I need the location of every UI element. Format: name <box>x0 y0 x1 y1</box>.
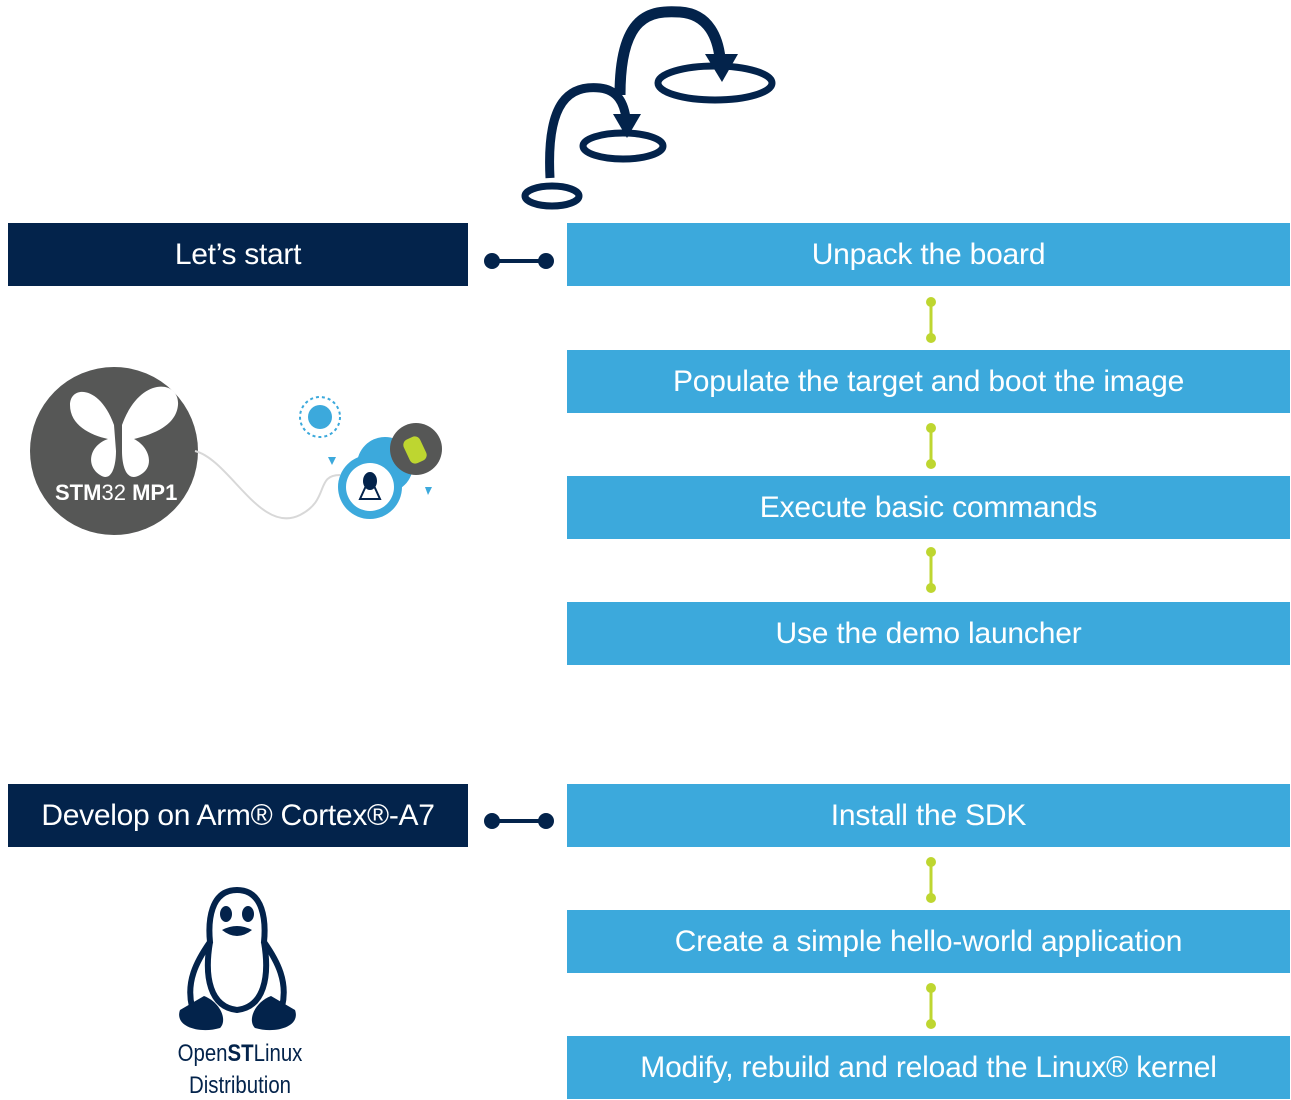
jump-arrows-icon <box>521 6 776 210</box>
step-link <box>926 857 936 903</box>
step-label: Unpack the board <box>811 237 1046 271</box>
connector-dumbbell <box>484 813 554 829</box>
step-label: Populate the target and boot the image <box>672 364 1185 398</box>
section-header-label: Develop on Arm® Cortex®-A7 <box>41 798 435 832</box>
stm32mp1-logo-text: STM32 MP1 <box>55 480 178 505</box>
step-link <box>926 297 936 343</box>
step-hello-world[interactable]: Create a simple hello-world application <box>567 910 1290 973</box>
connector-dumbbell <box>484 253 554 269</box>
step-unpack-board[interactable]: Unpack the board <box>567 223 1290 286</box>
stm32mp1-illustration: STM32 MP1 <box>30 365 450 545</box>
openstlinux-tux-logo <box>179 887 296 1031</box>
step-link <box>926 423 936 469</box>
openstlinux-wordmark: OpenSTLinux <box>177 1040 303 1067</box>
step-label: Create a simple hello-world application <box>674 924 1183 958</box>
section-header-develop-cortex: Develop on Arm® Cortex®-A7 <box>8 784 468 847</box>
step-demo-launcher[interactable]: Use the demo launcher <box>567 602 1290 665</box>
step-populate-target[interactable]: Populate the target and boot the image <box>567 350 1290 413</box>
step-link <box>926 547 936 593</box>
step-label: Modify, rebuild and reload the Linux® ke… <box>640 1050 1217 1084</box>
step-install-sdk[interactable]: Install the SDK <box>567 784 1290 847</box>
step-label: Install the SDK <box>830 798 1027 832</box>
step-modify-kernel[interactable]: Modify, rebuild and reload the Linux® ke… <box>567 1036 1290 1099</box>
section-header-label: Let’s start <box>174 237 302 271</box>
step-label: Execute basic commands <box>759 490 1098 524</box>
step-execute-commands[interactable]: Execute basic commands <box>567 476 1290 539</box>
step-label: Use the demo launcher <box>775 616 1082 650</box>
section-header-lets-start: Let’s start <box>8 223 468 286</box>
stm32mp1-butterfly-logo <box>30 367 442 535</box>
openstlinux-distribution-label: Distribution <box>188 1072 292 1099</box>
step-link <box>926 983 936 1029</box>
